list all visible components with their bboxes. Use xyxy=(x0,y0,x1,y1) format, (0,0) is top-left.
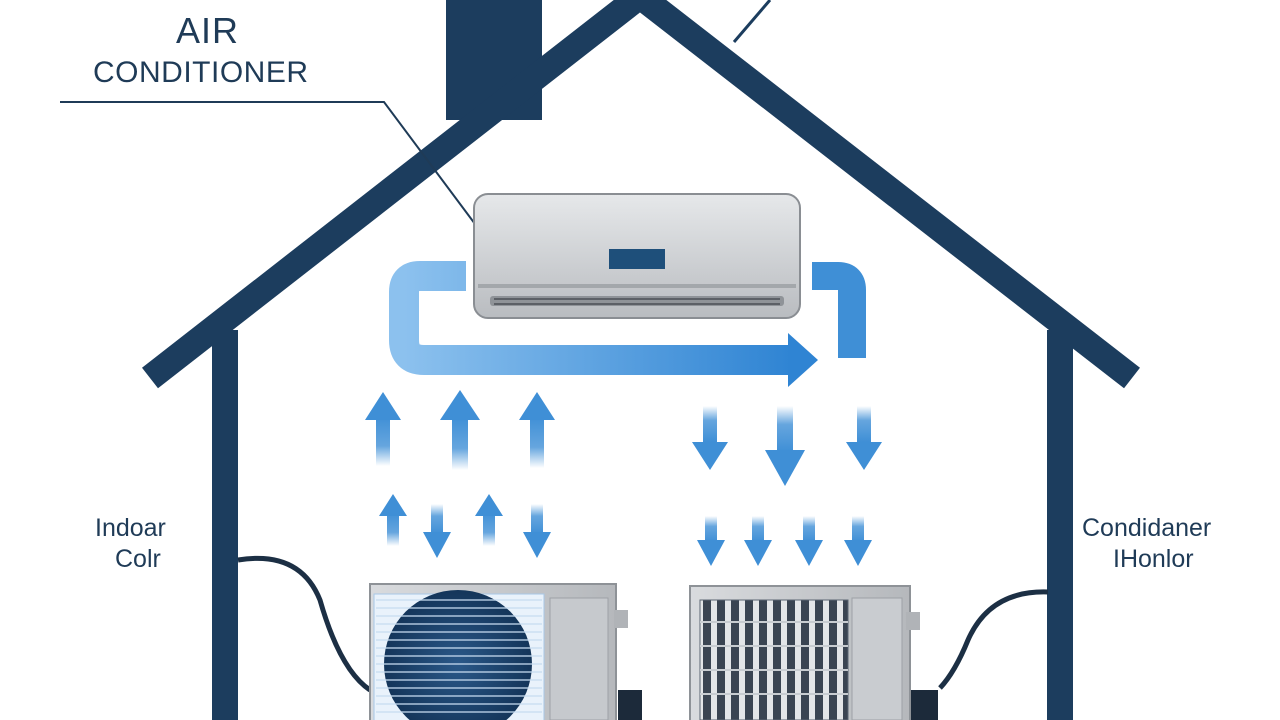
outdoor-grille-unit xyxy=(689,585,938,720)
roof-pointer-line xyxy=(732,0,772,43)
left-label-line-2: Colr xyxy=(115,545,161,573)
title-line-2: CONDITIONER xyxy=(93,56,309,89)
house-outline xyxy=(142,0,1140,720)
refrigerant-pipes xyxy=(237,555,1049,693)
title-leader-line xyxy=(60,101,479,229)
indoor-ac-unit xyxy=(473,193,801,319)
title-line-1: AIR xyxy=(176,10,240,51)
down-arrows xyxy=(423,406,882,566)
outdoor-fan-unit xyxy=(369,583,642,720)
up-arrows xyxy=(365,390,555,546)
left-label-line-1: Indoar xyxy=(95,514,166,542)
right-label-line-1: Condidaner xyxy=(1082,514,1212,542)
ac-display-panel xyxy=(609,249,665,269)
right-label-line-2: IHonlor xyxy=(1113,545,1194,573)
airflow-loop-arrow xyxy=(389,261,866,387)
